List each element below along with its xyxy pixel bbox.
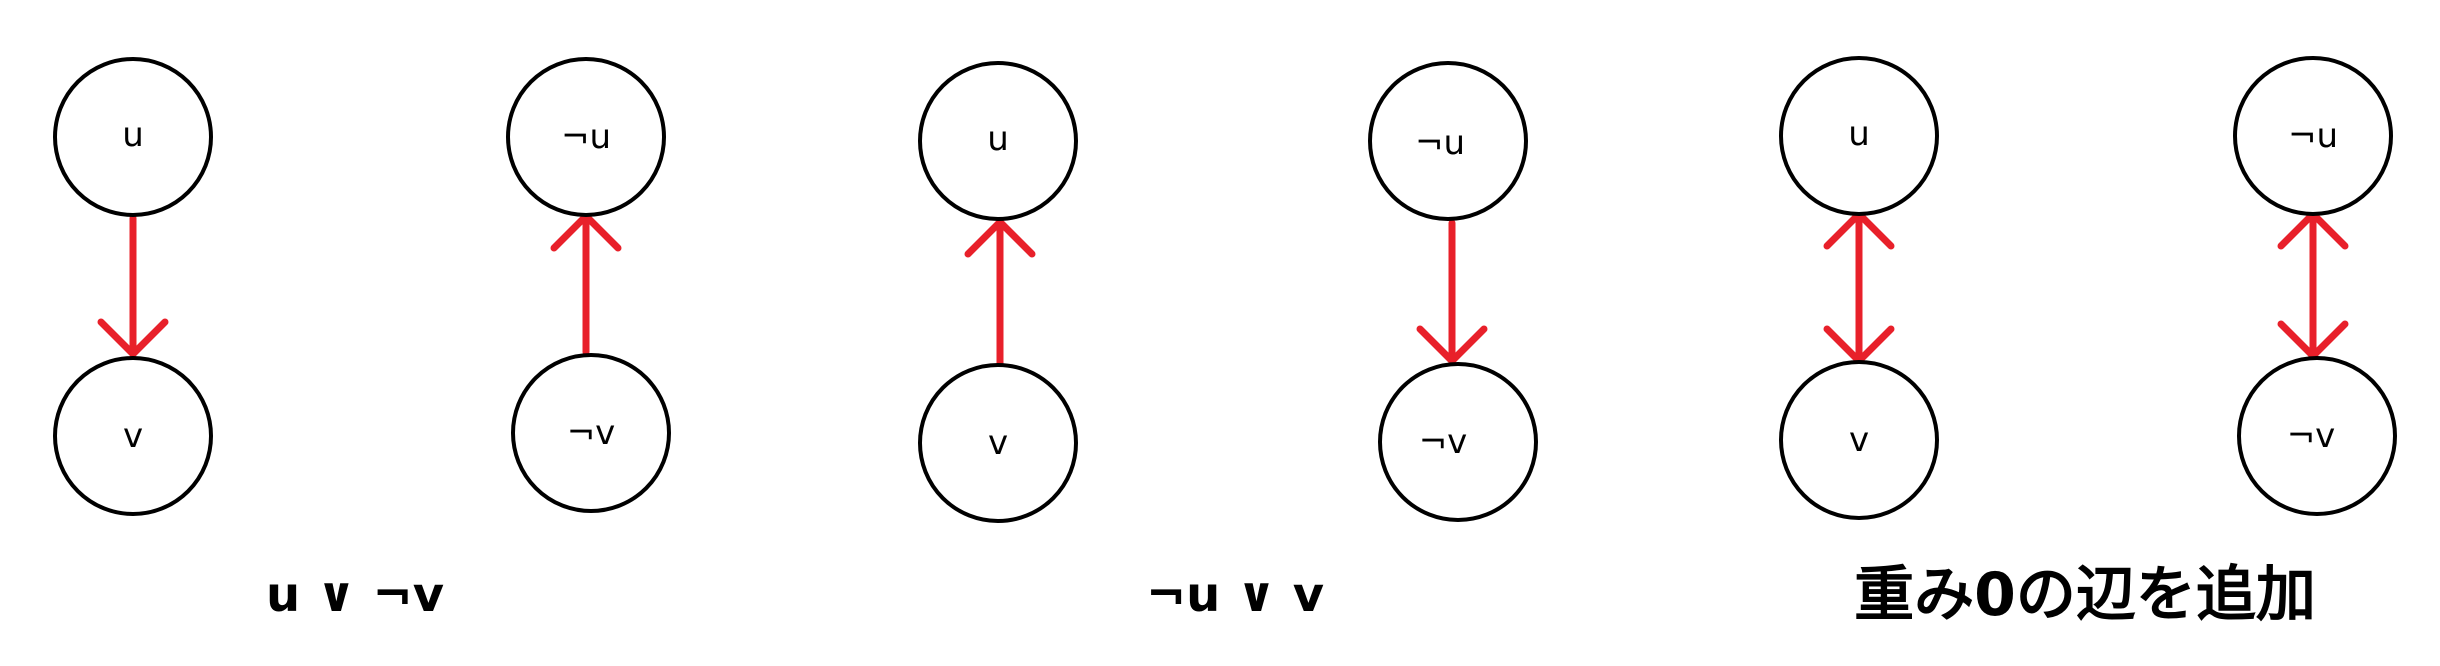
node-label: ¬v (2287, 416, 2336, 456)
node-label: v (123, 416, 143, 456)
node-not-v-group2: ¬v (1378, 362, 1538, 522)
node-u-group2: u (918, 61, 1078, 221)
node-label: v (1849, 420, 1869, 460)
edge-u-v-bidirectional-group3 (1823, 210, 1895, 365)
node-label: ¬u (2288, 116, 2338, 156)
node-label: u (122, 115, 144, 155)
node-not-u-group2: ¬u (1368, 61, 1528, 221)
caption-add-zero-weight-edges: 重み0の辺を追加 (1854, 560, 2316, 630)
edge-notv-to-notu-group1 (550, 212, 622, 356)
clause-caption-u-or-not-v: u ∨ ¬v (265, 567, 445, 623)
node-label: u (1848, 114, 1870, 154)
node-v-group3: v (1779, 360, 1939, 520)
node-v-group2: v (918, 363, 1078, 523)
node-label: ¬v (567, 413, 616, 453)
edge-notu-to-notv-group2 (1416, 219, 1488, 365)
node-label: ¬u (561, 117, 611, 157)
node-label: ¬v (1419, 422, 1468, 462)
node-label: u (987, 119, 1009, 159)
node-not-v-group3: ¬v (2237, 356, 2397, 516)
node-label: ¬u (1415, 123, 1465, 163)
edge-notu-notv-bidirectional-group3 (2277, 210, 2349, 360)
node-not-u-group3: ¬u (2233, 56, 2393, 216)
clause-caption-not-u-or-v: ¬u ∨ v (1145, 567, 1325, 623)
node-u-group3: u (1779, 56, 1939, 216)
node-u-group1: u (53, 57, 213, 217)
edge-v-to-u-group2 (964, 218, 1036, 367)
node-label: v (988, 423, 1008, 463)
node-not-u-group1: ¬u (506, 57, 666, 217)
edge-u-to-v-group1 (97, 214, 169, 358)
node-not-v-group1: ¬v (511, 353, 671, 513)
node-v-group1: v (53, 356, 213, 516)
